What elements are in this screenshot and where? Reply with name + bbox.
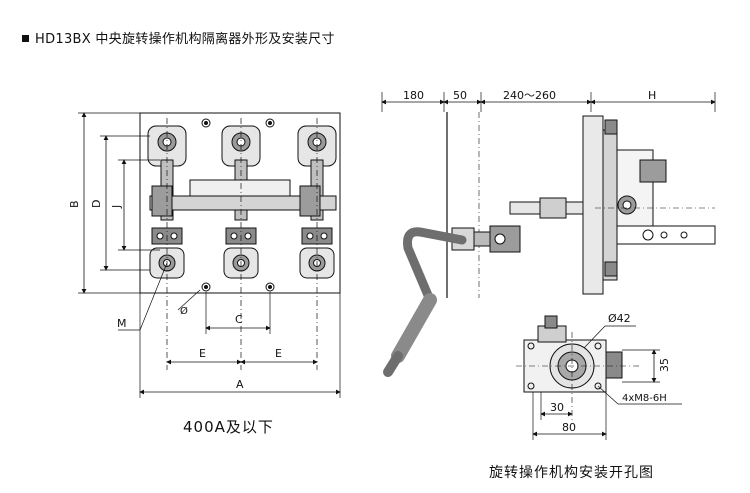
side-view (381, 92, 716, 377)
dim-240-260: 240～260 (503, 89, 556, 102)
front-view (78, 112, 341, 398)
dim-30: 30 (550, 401, 564, 414)
dim-J: J (110, 205, 123, 209)
dim-A: A (236, 378, 244, 391)
front-view-caption: 400A及以下 (183, 418, 274, 436)
page-title: HD13BX 中央旋转操作机构隔离器外形及安装尺寸 (22, 28, 335, 47)
dim-dia42: Ø42 (608, 312, 631, 325)
cutout-caption: 旋转操作机构安装开孔图 (489, 465, 654, 481)
label-phi: Ø (180, 305, 188, 317)
holes-spec: 4xM8-6H (622, 393, 667, 404)
dim-E-right: E (275, 347, 282, 360)
dim-B: B (68, 200, 81, 208)
dim-E-left: E (199, 347, 206, 360)
title-text: HD13BX 中央旋转操作机构隔离器外形及安装尺寸 (35, 32, 335, 47)
dim-180: 180 (403, 89, 424, 102)
label-M: M (117, 317, 127, 330)
bullet-icon (22, 35, 29, 42)
dim-C: C (235, 313, 243, 326)
dim-H: H (648, 89, 656, 102)
mounting-holes (201, 118, 275, 292)
dim-D: D (90, 200, 103, 208)
dim-50: 50 (453, 89, 467, 102)
cutout-view (516, 315, 682, 440)
dim-35: 35 (658, 358, 671, 372)
dim-80: 80 (562, 421, 576, 434)
center-housing (189, 179, 291, 197)
